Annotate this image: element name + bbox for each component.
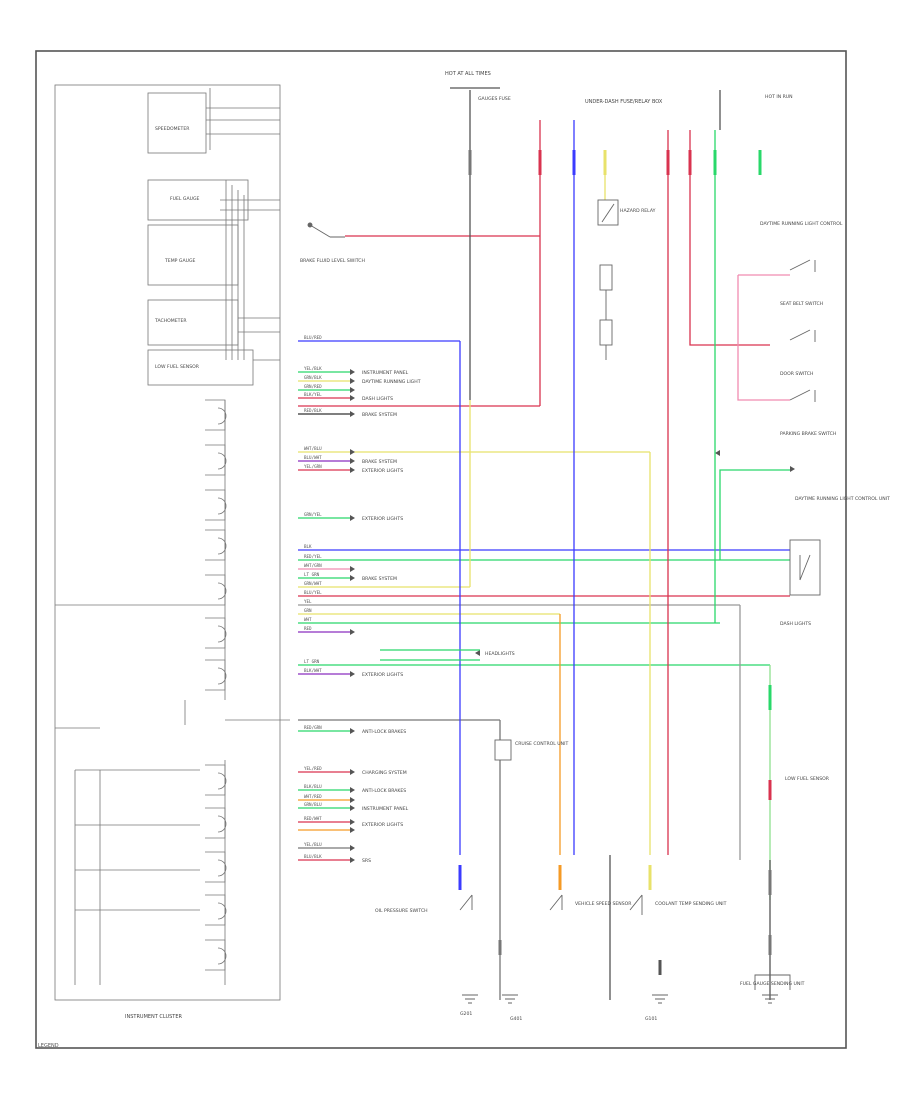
wire-label: WHT: [304, 617, 312, 622]
wire-label: WHT/RED: [304, 794, 322, 799]
wire-label: YEL/GRN: [304, 464, 322, 469]
low-fuel-label: LOW FUEL SENSOR: [155, 364, 200, 370]
wire-label: YEL/BLK: [304, 366, 322, 371]
wire-label: BLK/WHT: [304, 668, 322, 673]
wire-color-labels: BLU/RED YEL/BLK GRN/BLK GRN/RED BLK/YEL …: [304, 335, 322, 859]
destination-label: INSTRUMENT PANEL: [362, 806, 409, 812]
fuel-sender-label: FUEL GAUGE SENDING UNIT: [740, 981, 805, 987]
ground-label-3: G101: [645, 1016, 657, 1022]
destination-label: HEADLIGHTS: [485, 651, 515, 657]
ground-label-1: G201: [460, 1011, 472, 1017]
destination-label: ANTI-LOCK BRAKES: [362, 729, 406, 735]
wire-label: BLK: [304, 544, 312, 549]
destination-label: DAYTIME RUNNING LIGHT: [362, 379, 421, 385]
connector-stubs: [298, 340, 790, 861]
wire-label: RED/BLK: [304, 408, 322, 413]
brake-switch-label: BRAKE FLUID LEVEL SWITCH: [300, 258, 365, 264]
low-fuel-sensor-label: LOW FUEL SENSOR: [785, 776, 830, 782]
door-switch-label: DOOR SWITCH: [780, 371, 813, 377]
destination-label: BRAKE SYSTEM: [362, 412, 397, 418]
top-fuse-label: HOT AT ALL TIMES: [445, 71, 491, 77]
destination-label: INSTRUMENT PANEL: [362, 370, 409, 376]
seat-belt-label: SEAT BELT SWITCH: [780, 301, 823, 307]
footer-code: LEGEND: [38, 1043, 59, 1049]
wire-label: GRN: [304, 608, 312, 613]
wire-markers: [458, 150, 772, 975]
connector-arrows: [350, 369, 795, 863]
wire-label: BLU/RED: [304, 335, 322, 340]
coolant-sensor-label: COOLANT TEMP SENDING UNIT: [655, 901, 727, 907]
wire-label: RED/GRN: [304, 725, 322, 730]
diagram-frame: [35, 50, 847, 1049]
dash-lights-label: DASH LIGHTS: [780, 621, 811, 627]
destination-label: BRAKE SYSTEM: [362, 459, 397, 465]
daytime-relay-label: DAYTIME RUNNING LIGHT CONTROL: [760, 221, 843, 227]
temp-gauge-label: TEMP GAUGE: [164, 258, 196, 264]
parking-brake-label: PARKING BRAKE SWITCH: [780, 431, 836, 437]
top-right-fuse-label: HOT IN RUN: [765, 94, 793, 100]
wire-label: WHT/GRN: [304, 563, 322, 568]
hazard-relay-label: HAZARD RELAY: [620, 208, 656, 214]
wire-label: LT GRN: [304, 572, 320, 577]
wire-label: BLU/BLK: [304, 854, 322, 859]
oil-switch-label: OIL PRESSURE SWITCH: [375, 908, 428, 914]
destination-label: EXTERIOR LIGHTS: [362, 672, 403, 678]
destination-label: ANTI-LOCK BRAKES: [362, 788, 406, 794]
wire-label: GRN/YEL: [304, 512, 322, 517]
wire-label: GRN/BLK: [304, 375, 322, 380]
wire-label: BLK/YEL: [304, 392, 322, 397]
wire-label: YEL/RED: [304, 766, 322, 771]
wire-label: RED: [304, 626, 312, 631]
destination-label: EXTERIOR LIGHTS: [362, 468, 403, 474]
text-labels: HOT AT ALL TIMES GAUGES FUSE UNDER-DASH …: [125, 71, 890, 1022]
wire-label: LT GRN: [304, 659, 320, 664]
wire-label: RED/WHT: [304, 816, 322, 821]
vss-label: VEHICLE SPEED SENSOR: [575, 901, 632, 907]
destination-label: BRAKE SYSTEM: [362, 576, 397, 582]
destination-label: SRS: [362, 858, 371, 864]
wire-label: BLK/BLU: [304, 784, 322, 789]
components: [307, 199, 821, 1004]
wire-label: WHT/BLU: [304, 446, 322, 451]
tachometer-label: TACHOMETER: [154, 318, 187, 324]
fuse-block-label: UNDER-DASH FUSE/RELAY BOX: [585, 99, 663, 105]
destination-labels: INSTRUMENT PANEL DAYTIME RUNNING LIGHT D…: [362, 370, 515, 864]
destination-label: DASH LIGHTS: [362, 396, 393, 402]
wire-label: GRN/RED: [304, 384, 322, 389]
fuel-gauge-label: FUEL GAUGE: [170, 196, 200, 202]
indicator-bulbs: [55, 399, 290, 985]
daytime-unit-label: DAYTIME RUNNING LIGHT CONTROL UNIT: [795, 496, 890, 502]
speedometer-label: SPEEDOMETER: [155, 126, 190, 132]
destination-label: EXTERIOR LIGHTS: [362, 822, 403, 828]
cluster-title: INSTRUMENT CLUSTER: [125, 1014, 183, 1020]
wire-label: GRN/BLU: [304, 802, 322, 807]
wire-label: YEL: [304, 599, 312, 604]
gauges-fuse-label: GAUGES FUSE: [478, 96, 511, 102]
wire-label: RED/YEL: [304, 554, 322, 559]
wire-label: BLU/WHT: [304, 455, 322, 460]
cruise-label: CRUISE CONTROL UNIT: [515, 741, 568, 747]
instrument-cluster: [54, 84, 281, 1001]
wire-label: BLU/YEL: [304, 590, 322, 595]
ground-label-2: G401: [510, 1016, 522, 1022]
vertical-wires: [345, 87, 790, 1000]
destination-label: EXTERIOR LIGHTS: [362, 516, 403, 522]
wire-label: GRN/WHT: [304, 581, 322, 586]
destination-label: CHARGING SYSTEM: [362, 770, 407, 776]
wire-label: YEL/BLU: [304, 842, 322, 847]
